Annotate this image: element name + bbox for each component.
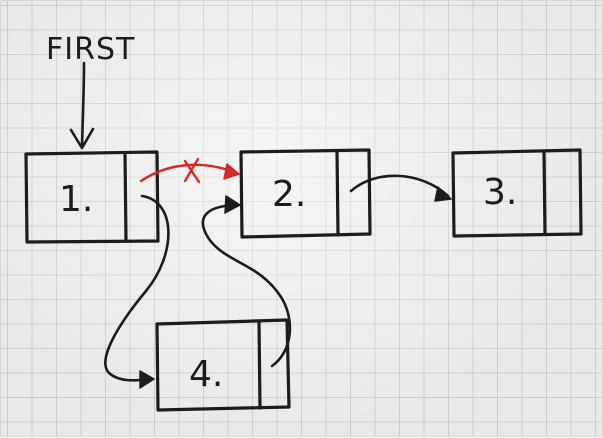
node-2-pointer-divider: [335, 149, 340, 237]
node-2-box: [239, 148, 372, 239]
node-3-label: 3.: [483, 172, 517, 213]
node-4-label: 4.: [189, 354, 223, 395]
node-2-label: 2.: [272, 174, 306, 215]
first-label: FIRST: [46, 32, 135, 67]
link-2-to-3: [349, 174, 452, 202]
node-3-box: [451, 148, 583, 238]
first-pointer-arrow: [69, 61, 95, 150]
link-4-to-2: [201, 195, 292, 368]
list-node-4: 4.: [155, 318, 291, 412]
node-4-box: [155, 318, 291, 412]
list-node-2: 2.: [239, 148, 372, 239]
node-1-pointer-divider: [123, 151, 128, 243]
list-node-3: 3.: [451, 148, 583, 238]
node-1-label: 1.: [59, 179, 93, 220]
link-1-to-4: [104, 194, 170, 389]
cross-mark-icon: [183, 157, 201, 184]
node-4-pointer-divider: [257, 319, 262, 410]
node-3-pointer-divider: [542, 149, 547, 236]
list-node-1: 1.: [24, 150, 160, 244]
removed-link-1-to-2: [139, 157, 240, 184]
node-1-box: [24, 150, 160, 244]
